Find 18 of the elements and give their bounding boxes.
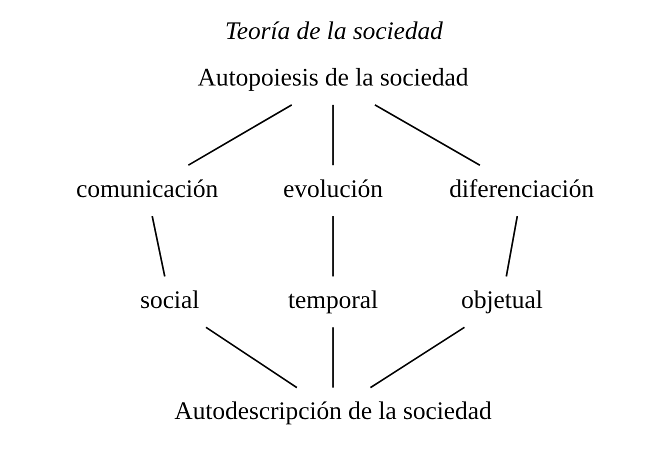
node-text: temporal bbox=[288, 286, 378, 314]
connector bbox=[374, 104, 480, 166]
node-text: comunicación bbox=[76, 174, 218, 202]
diagram-title: Teoría de la sociedad bbox=[224, 16, 442, 45]
node-text: Autodescripción de la sociedad bbox=[174, 396, 492, 425]
node-text: diferenciación bbox=[448, 174, 594, 202]
connector bbox=[332, 326, 334, 388]
connector bbox=[369, 326, 464, 388]
connector bbox=[332, 104, 334, 165]
connector bbox=[187, 104, 292, 166]
connector bbox=[205, 326, 297, 388]
node-text: Autopoiesis de la sociedad bbox=[197, 63, 468, 92]
connector bbox=[505, 215, 518, 276]
node-text: evolución bbox=[282, 174, 382, 202]
node-text: objetual bbox=[460, 286, 542, 314]
connector bbox=[332, 216, 334, 276]
connector bbox=[150, 215, 166, 276]
node-text: social bbox=[140, 286, 199, 314]
